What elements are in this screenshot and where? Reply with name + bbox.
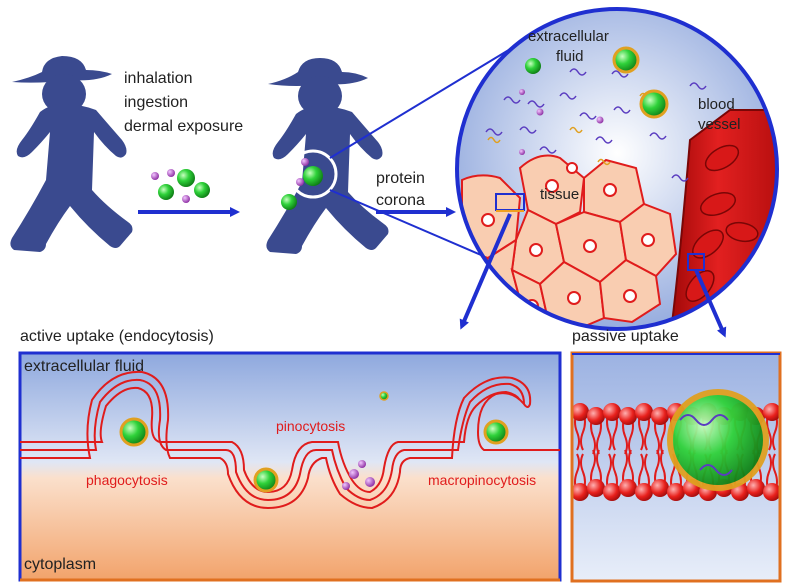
proteins bbox=[485, 68, 707, 182]
nanoparticle-with-corona bbox=[483, 419, 509, 445]
blood-vessel-label-line2: vessel bbox=[698, 116, 741, 133]
lipid-head bbox=[667, 483, 685, 501]
exposure-route-ingestion: ingestion bbox=[124, 94, 189, 111]
nanoparticle-with-corona bbox=[639, 89, 669, 119]
nanoparticle bbox=[177, 169, 195, 187]
arrow-to-active bbox=[459, 213, 512, 330]
hat-left bbox=[12, 56, 112, 83]
exposure-particles bbox=[151, 169, 210, 203]
small-particle bbox=[182, 195, 190, 203]
zoom-circle bbox=[455, 7, 779, 331]
nanoparticle-with-corona bbox=[119, 417, 149, 447]
small-particle bbox=[301, 158, 309, 166]
small-particle bbox=[167, 169, 175, 177]
exposure-route-dermal: dermal exposure bbox=[124, 118, 244, 135]
small-particle bbox=[358, 460, 366, 468]
phagocytosis-label: phagocytosis bbox=[86, 472, 168, 488]
lipid-head bbox=[603, 403, 621, 421]
body-left bbox=[10, 104, 133, 252]
small-particle bbox=[349, 469, 359, 479]
small-particle bbox=[151, 172, 159, 180]
red-blood-cell bbox=[699, 192, 737, 216]
nanoparticle-with-corona bbox=[612, 46, 640, 74]
active-uptake-panel bbox=[18, 351, 562, 582]
lipid-head bbox=[619, 407, 637, 425]
small-particle bbox=[519, 149, 525, 155]
cytoplasm-label: cytoplasm bbox=[24, 556, 97, 573]
body-middle bbox=[266, 106, 389, 254]
nanoparticle bbox=[194, 182, 210, 198]
lipid-head bbox=[603, 483, 621, 501]
nanoparticle bbox=[303, 166, 323, 186]
nanoparticle bbox=[158, 184, 174, 200]
tissue-label: tissue bbox=[540, 186, 580, 203]
nanoparticle bbox=[525, 58, 541, 74]
zoom-line-lower bbox=[329, 189, 489, 259]
passive-uptake-panel bbox=[570, 351, 782, 583]
head-left bbox=[42, 74, 86, 114]
nanoparticle-with-corona bbox=[253, 467, 279, 493]
person-figure-left bbox=[10, 56, 133, 252]
small-particle bbox=[536, 108, 544, 116]
small-particle bbox=[296, 178, 304, 186]
small-particle bbox=[519, 89, 525, 95]
active-uptake-title: active uptake (endocytosis) bbox=[20, 328, 214, 345]
exposure-route-inhalation: inhalation bbox=[124, 70, 193, 87]
pinocytosis-label: pinocytosis bbox=[276, 418, 346, 434]
small-particle bbox=[365, 477, 375, 487]
red-blood-cell bbox=[692, 229, 724, 259]
lipid-head bbox=[651, 407, 669, 425]
zoom-source-circle bbox=[288, 149, 338, 199]
person-figure-middle bbox=[266, 58, 389, 254]
lipid-head bbox=[572, 403, 589, 421]
lipid-head bbox=[763, 483, 780, 501]
lipid-head bbox=[635, 403, 653, 421]
zoom-line-upper bbox=[329, 47, 513, 159]
head-middle bbox=[298, 76, 342, 116]
red-blood-cell bbox=[725, 221, 759, 243]
hat-middle bbox=[268, 58, 368, 86]
lipid-head bbox=[572, 483, 589, 501]
extracellular-fluid-label-line1: extracellular bbox=[528, 28, 609, 45]
lipid-head bbox=[763, 403, 780, 421]
nanoparticle bbox=[281, 194, 297, 210]
small-particle bbox=[596, 116, 604, 124]
lipid-head bbox=[747, 479, 765, 497]
blood-vessel-label-line1: blood bbox=[698, 96, 735, 113]
extracellular-fluid-label-line2: fluid bbox=[556, 48, 584, 65]
red-blood-cell bbox=[704, 144, 740, 172]
lipid-head bbox=[587, 407, 605, 425]
lipid-head bbox=[619, 479, 637, 497]
protein-corona-label-line2: corona bbox=[376, 192, 425, 209]
passive-uptake-title: passive uptake bbox=[572, 328, 679, 345]
nanoparticle-with-corona bbox=[667, 389, 769, 491]
protein-corona-label-line1: protein bbox=[376, 170, 425, 187]
active-extracellular-label: extracellular fluid bbox=[24, 358, 145, 375]
lipid-head bbox=[651, 479, 669, 497]
nanoparticle-with-corona bbox=[379, 391, 389, 401]
lipid-head bbox=[587, 479, 605, 497]
small-particle bbox=[342, 482, 350, 490]
internal-particles bbox=[281, 149, 338, 210]
arrow-to-passive bbox=[694, 269, 727, 338]
macropinocytosis-label: macropinocytosis bbox=[428, 472, 537, 488]
lipid-head bbox=[635, 483, 653, 501]
